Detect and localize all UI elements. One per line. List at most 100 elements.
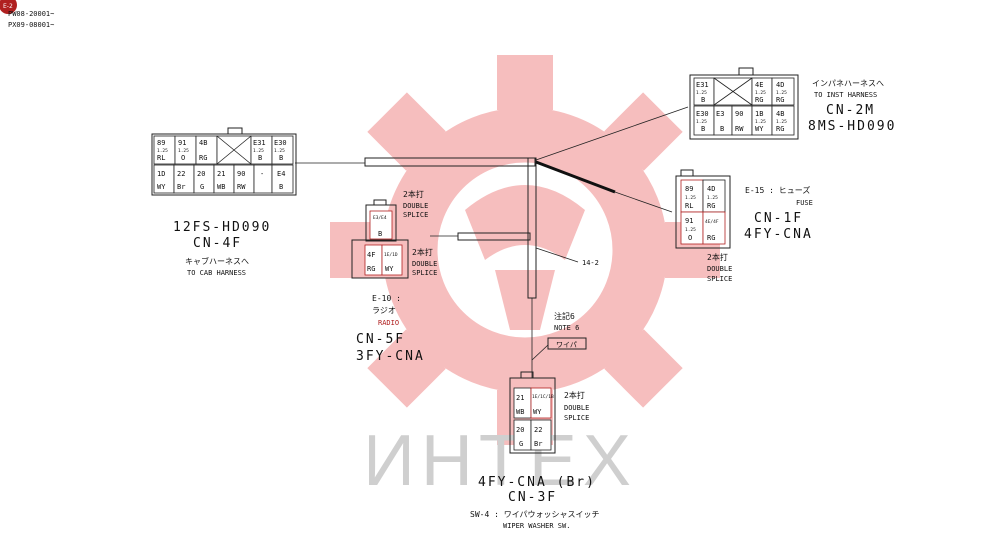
cn-4f-pin-e31: E31	[253, 139, 266, 147]
cn-2m-pin-4b-color: RG	[776, 125, 784, 133]
cn-4f-pin-90: 90	[237, 170, 245, 178]
cn-4f-pin-4b-color: RG	[199, 154, 207, 162]
cn-1f-pin-4e-4f: 4E/4F	[705, 219, 719, 225]
cn-5f-name-en: RADIO	[378, 319, 399, 327]
cn-2m-pin-4b: 4B	[776, 110, 784, 118]
cn-3f-pin-20: 20	[516, 426, 524, 434]
cn-3f-pin-1e: 1E/1C/1B	[532, 394, 554, 400]
cn-1f-pin-91-size: 1.25	[685, 227, 696, 233]
cn-2m-pin-e30-size: 1.25	[696, 119, 707, 125]
cn-4f-pin-22-color: Br	[177, 183, 185, 191]
note-jp: 注記6	[554, 311, 575, 321]
cn-5f-top-pin: E3/E4	[373, 215, 387, 221]
cn-3f-model: 4FY-CNA (Br)	[478, 475, 596, 490]
cn-4f-pin-e30: E30	[274, 139, 287, 147]
cn-2m-desc-en: TO INST HARNESS	[814, 91, 877, 99]
cn-4f-pin-empty: -	[260, 170, 264, 178]
cn-2m-pin-4d: 4D	[776, 81, 784, 89]
page-badge: E-2	[3, 3, 13, 10]
cn-3f-pin-22-color: Br	[534, 440, 542, 448]
cn-1f-ref: E-15 : ヒューズ	[745, 185, 810, 195]
cn-2m-pin-4b-size: 1.25	[776, 119, 787, 125]
cn-5f-left-pin: 4F	[367, 251, 375, 259]
cn-2m-pin-1b: 1B	[755, 110, 763, 118]
cn-1f-splice-en-1: DOUBLE	[707, 265, 732, 273]
cn-3f-pin-21-color: WB	[516, 408, 524, 416]
connector-cn-1f: 89 1.25 RL 4D 1.25 RG 91 1.25 O 4E/4F RG…	[675, 169, 813, 283]
cn-4f-pin-e4: E4	[277, 170, 285, 178]
cn-5f-top-color: B	[378, 230, 382, 238]
cn-5f-left-color: RG	[367, 265, 375, 273]
cn-5f-code: CN-5F	[356, 332, 405, 347]
cn-4f-pin-89: 89	[157, 139, 165, 147]
cn-4f-pin-4b: 4B	[199, 139, 207, 147]
cn-4f-desc-en: TO CAB HARNESS	[187, 269, 246, 277]
cn-1f-pin-4d-size: 1.25	[707, 195, 718, 201]
cn-3f-pin-20-color: G	[519, 440, 523, 448]
cn-3f-pin-21: 21	[516, 394, 524, 402]
cn-2m-pin-4e-color: RG	[755, 96, 763, 104]
cn-2m-pin-e30-color: B	[701, 125, 705, 133]
cn-5f-right-color: WY	[385, 265, 394, 273]
cn-4f-pin-1d: 1D	[157, 170, 165, 178]
cn-4f-desc-jp: キャブハーネスへ	[185, 256, 249, 266]
cn-1f-pin-4d: 4D	[707, 185, 715, 193]
cn-2m-pin-90: 90	[735, 110, 743, 118]
cn-4f-pin-e30-color: B	[279, 154, 283, 162]
cn-1f-splice-en-2: SPLICE	[707, 275, 732, 283]
cn-2m-pin-e3: E3	[716, 110, 724, 118]
cn-1f-pin-91-color: O	[688, 234, 692, 242]
connector-cn-3f: 21 WB 1E/1C/1B WY 20 G 22 Br 2本打 DOUBLE …	[470, 371, 600, 530]
cn-5f-splice2-en-2: SPLICE	[412, 269, 437, 277]
cn-4f-model: 12FS-HD090	[173, 220, 271, 235]
cn-2m-code: CN-2M	[826, 103, 875, 118]
connector-cn-2m: E31 1.25 B 4E 1.25 RG 4D 1.25 RG E30 1.2…	[689, 67, 894, 140]
cn-2m-pin-e31-size: 1.25	[696, 90, 707, 96]
cn-3f-splice-en-1: DOUBLE	[564, 404, 589, 412]
cn-3f-ref-jp: SW-4 : ワイパウォッシャスイッチ	[470, 510, 600, 519]
cn-3f-splice-en-2: SPLICE	[564, 414, 589, 422]
cn-1f-pin-89-color: RL	[685, 202, 693, 210]
cn-1f-pin-89-size: 1.25	[685, 195, 696, 201]
cn-3f-pin-1e-color: WY	[533, 408, 542, 416]
cn-1f-pin-91: 91	[685, 217, 693, 225]
cn-1f-pin-4d-color: RG	[707, 202, 715, 210]
cn-5f-splice2-en-1: DOUBLE	[412, 260, 437, 268]
cn-2m-pin-4d-size: 1.25	[776, 90, 787, 96]
cn-5f-splice-en-2: SPLICE	[403, 211, 428, 219]
serial-line-1: PW08-20001~	[8, 10, 54, 18]
cn-4f-pin-89-size: 1.25	[157, 148, 168, 154]
watermark-text: ИНТЕХ	[363, 421, 637, 501]
page-badge-icon	[0, 0, 17, 14]
connector-cn-5f: E3/E4 B 4F RG 1E/1D WY 2本打 DOUBLE SPLICE…	[351, 189, 437, 364]
serial-line-2: PX09-08001~	[8, 21, 54, 29]
cn-2m-pin-4d-color: RG	[776, 96, 784, 104]
cn-1f-pin-89: 89	[685, 185, 693, 193]
cn-2m-pin-90-color: RW	[735, 125, 744, 133]
cn-4f-pin-21-color: WB	[217, 183, 225, 191]
cn-4f-pin-22: 22	[177, 170, 185, 178]
cn-5f-ref: E-10 :	[372, 294, 401, 303]
cn-4f-pin-20: 20	[197, 170, 205, 178]
wiper-tag: ワイパ	[556, 341, 577, 349]
notes: 14-2 注記6 NOTE 6 ワイパ	[547, 259, 599, 350]
cn-3f-code: CN-3F	[508, 490, 557, 505]
cn-3f-ref-en: WIPER WASHER SW.	[503, 522, 570, 530]
cn-2m-desc-jp: インパネハーネスへ	[812, 79, 884, 88]
cn-2m-pin-e31-color: B	[701, 96, 705, 104]
cn-4f-pin-91-size: 1.25	[178, 148, 189, 154]
note-en: NOTE 6	[554, 324, 579, 332]
cn-1f-model: 4FY-CNA	[744, 227, 813, 242]
cn-4f-bottom-row: 1D WY 22 Br 20 G 21 WB 90 RW - E4 B	[153, 164, 294, 194]
branch-label: 14-2	[582, 259, 599, 267]
cn-5f-splice-label: 2本打	[403, 189, 424, 199]
cn-1f-code: CN-1F	[754, 211, 803, 226]
cn-1f-name-en: FUSE	[796, 199, 813, 207]
cn-4f-pin-e4-color: B	[279, 183, 283, 191]
cn-3f-splice-label: 2本打	[564, 390, 585, 400]
cn-4f-pin-1d-color: WY	[157, 183, 166, 191]
cn-5f-name-jp: ラジオ	[372, 306, 396, 315]
cn-4f-pin-e31-size: 1.25	[253, 148, 264, 154]
wires	[295, 106, 689, 378]
cn-4f-pin-e30-size: 1.25	[274, 148, 285, 154]
